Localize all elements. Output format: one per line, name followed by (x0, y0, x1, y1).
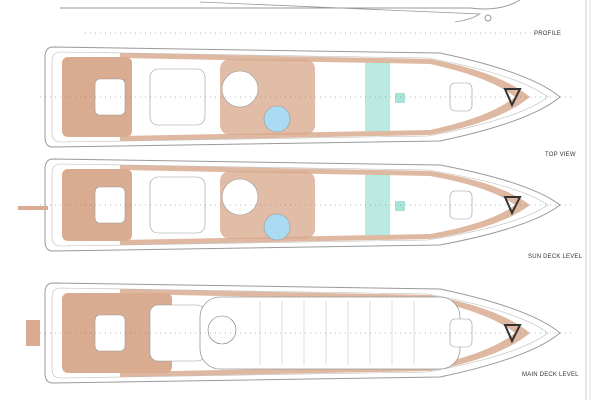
seating-area (149, 68, 206, 126)
skylight (395, 93, 405, 103)
passerelle (18, 206, 48, 210)
glass-panel (365, 175, 390, 235)
round-table (221, 70, 259, 108)
label-profile: PROFILE (534, 31, 562, 37)
seating-area (149, 304, 206, 362)
glass-panel (365, 63, 390, 131)
label-sun-deck: SUN DECK LEVEL (528, 254, 583, 260)
label-main-deck: MAIN DECK LEVEL (522, 372, 579, 378)
label-top-view: TOP VIEW (545, 152, 576, 158)
profile-porthole (484, 14, 492, 22)
seating-area (149, 176, 206, 234)
swim-platform-steps (26, 320, 40, 346)
dining-table (207, 315, 237, 345)
profile-sheer-line (199, 1, 482, 23)
hull-inner-line (51, 163, 549, 247)
jacuzzi-pool (263, 213, 291, 241)
profile-hull-line (60, 0, 521, 10)
jacuzzi-pool (263, 105, 291, 133)
hull-inner-line (51, 287, 549, 379)
skylight (395, 201, 405, 211)
hull-inner-line (51, 51, 549, 143)
round-table (221, 178, 259, 216)
